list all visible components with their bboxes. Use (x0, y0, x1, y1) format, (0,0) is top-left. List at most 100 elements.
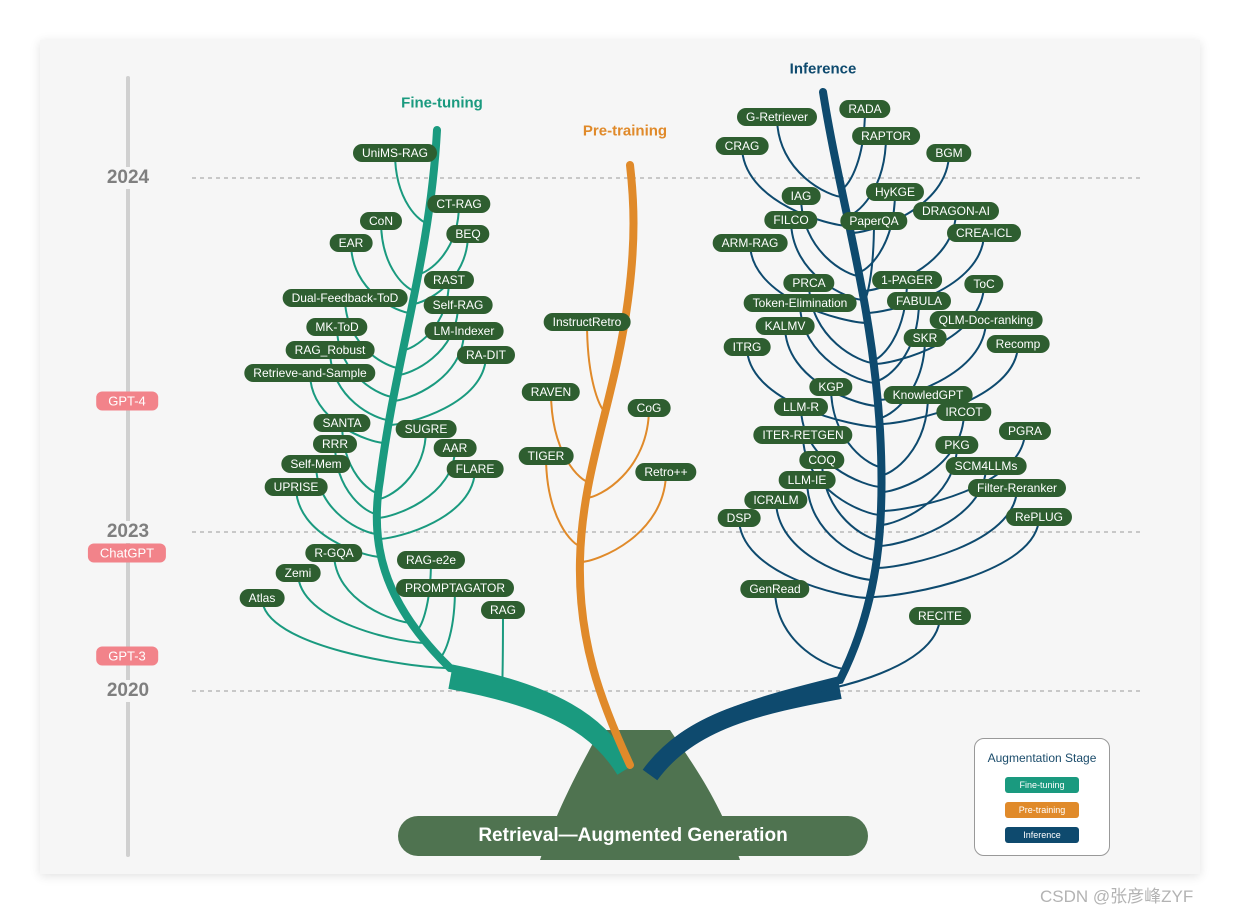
branch-ircot (881, 411, 965, 493)
branch-self-rag (397, 304, 459, 376)
branch-bgm (850, 152, 950, 234)
node-raptor: RAPTOR (852, 127, 920, 145)
branch-unims-rag (394, 152, 428, 224)
branch-hykge (858, 191, 896, 273)
node-prca: PRCA (783, 274, 835, 292)
node-self-rag: Self-RAG (423, 296, 493, 314)
node-iag: IAG (781, 187, 821, 205)
node-token-elimination: Token-Elimination (743, 294, 857, 312)
node-genread: GenRead (740, 580, 810, 598)
node-tiger: TIGER (518, 447, 574, 465)
branch-zemi (297, 572, 427, 644)
node-ear: EAR (329, 234, 373, 252)
milestone-gpt-3: GPT-3 (96, 646, 158, 666)
branch-rag (501, 609, 504, 681)
node-flare: FLARE (446, 460, 504, 478)
node-kgp: KGP (809, 378, 853, 396)
branch-crag (741, 145, 850, 227)
node-r-gqa: R-GQA (305, 544, 363, 562)
branch-replug (870, 516, 1040, 598)
node-pkg: PKG (935, 436, 979, 454)
node-retrieve-and-sample: Retrieve-and-Sample (244, 364, 376, 382)
node-ra-dit: RA-DIT (457, 346, 515, 364)
node-paperqa: PaperQA (840, 212, 908, 230)
branch-rag-e2e (416, 559, 432, 631)
branch-retrieve-and-sample (309, 372, 386, 444)
root-title: Retrieval—Augmented Generation (398, 816, 868, 856)
branch-filter-reranker (875, 487, 1018, 569)
node-dual-feedback-tod: Dual-Feedback-ToD (282, 289, 408, 307)
branch-knowledgpt (881, 394, 929, 476)
branch-kgp (830, 386, 882, 468)
branch-scm4llms (878, 465, 987, 547)
branch-genread (774, 588, 846, 670)
branch-mk-tod (336, 326, 394, 398)
node-con: CoN (359, 212, 403, 230)
node-cog: CoG (627, 399, 671, 417)
branch-recite (777, 615, 941, 697)
fine-tuning-trunk (372, 126, 629, 764)
branch-atlas (261, 597, 451, 669)
node-rast: RAST (423, 271, 475, 289)
year-label-2020: 2020 (102, 680, 154, 702)
branch-retro (579, 471, 667, 563)
branch-llm-ie (806, 479, 877, 561)
node-arm-rag: ARM-RAG (712, 234, 788, 252)
node-rag-robust: RAG_Robust (285, 341, 375, 359)
node-lm-indexer: LM-Indexer (424, 322, 504, 340)
node-filter-reranker: Filter-Reranker (967, 479, 1067, 497)
branch-sugre (377, 428, 427, 500)
node-knowledgpt: KnowledGPT (883, 386, 973, 404)
node-promptagator: PROMPTAGATOR (395, 579, 515, 597)
legend-item-pre-training: Pre-training (1005, 802, 1079, 818)
fine-tuning-trunk-base (448, 671, 633, 775)
branch-r-gqa (333, 552, 413, 624)
milestone-chatgpt: ChatGPT (87, 543, 167, 563)
branch-rada (840, 108, 866, 190)
branch-self-mem (315, 463, 378, 535)
node-sugre: SUGRE (395, 420, 457, 438)
node-crea-icl: CREA-ICL (946, 224, 1022, 242)
node-ct-rag: CT-RAG (427, 195, 491, 213)
inference-trunk-base (642, 681, 842, 781)
node-llm-r: LLM-R (773, 398, 829, 416)
branch-raven (550, 391, 590, 483)
node-atlas: Atlas (239, 589, 285, 607)
node-instructretro: InstructRetro (543, 313, 631, 331)
node-rag: RAG (480, 601, 526, 619)
node-uprise: UPRISE (264, 478, 328, 496)
legend-item-fine-tuning: Fine-tuning (1005, 777, 1079, 793)
node-filco: FILCO (764, 211, 818, 229)
branch-dsp (738, 517, 870, 599)
year-label-2023: 2023 (102, 521, 154, 543)
node-toc: ToC (964, 275, 1004, 293)
branch-cog (586, 407, 650, 499)
node-iter-retgen: ITER-RETGEN (753, 426, 853, 444)
stage-title-pre-training: Pre-training (582, 122, 668, 140)
branch-pgra (881, 430, 1026, 512)
branch-pkg (880, 444, 958, 526)
node-ircot: IRCOT (936, 403, 992, 421)
branch-aar (376, 447, 456, 519)
stage-title-inference: Inference (789, 60, 857, 78)
branch-paperqa (862, 220, 875, 302)
node-1-pager: 1-PAGER (872, 271, 942, 289)
node-mk-tod: MK-ToD (306, 318, 368, 336)
node-bgm: BGM (926, 144, 972, 162)
node-rada: RADA (839, 100, 891, 118)
pre-training-trunk (575, 161, 638, 769)
node-fabula: FABULA (886, 292, 952, 310)
node-kalmv: KALMV (755, 317, 815, 335)
node-recite: RECITE (908, 607, 972, 625)
node-replug: RePLUG (1005, 508, 1073, 526)
node-llm-ie: LLM-IE (778, 471, 836, 489)
node-aar: AAR (433, 439, 477, 457)
branch-instructretro (586, 321, 607, 413)
stage-title-fine-tuning: Fine-tuning (401, 94, 483, 112)
node-dragon-ai: DRAGON-AI (912, 202, 1000, 220)
node-self-mem: Self-Mem (281, 455, 351, 473)
node-qlm-doc-ranking: QLM-Doc-ranking (929, 311, 1043, 329)
branch-flare (378, 468, 476, 540)
node-coq: COQ (799, 451, 845, 469)
node-hykge: HyKGE (865, 183, 925, 201)
